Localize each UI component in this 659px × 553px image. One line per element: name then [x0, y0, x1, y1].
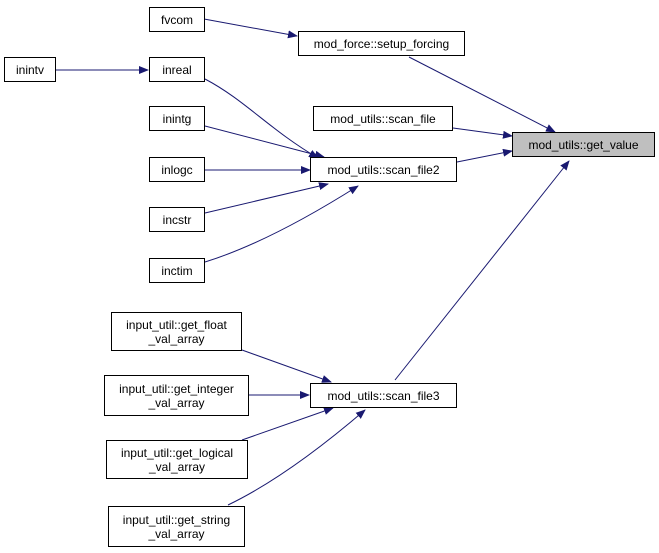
node-inctim[interactable]: inctim	[149, 258, 205, 283]
node-get-float-val-array[interactable]: input_util::get_float _val_array	[111, 312, 242, 351]
node-scan-file3[interactable]: mod_utils::scan_file3	[310, 383, 457, 408]
edge-setup-forcing-get-value	[408, 56, 556, 133]
node-get-integer-val-array[interactable]: input_util::get_integer _val_array	[104, 375, 249, 416]
edge-inctim-scan-file2	[204, 185, 359, 263]
node-get-logical-val-array[interactable]: input_util::get_logical _val_array	[106, 440, 248, 479]
node-fvcom[interactable]: fvcom	[149, 7, 205, 32]
edge-incstr-scan-file2	[204, 182, 329, 214]
edge-scan-file-get-value	[452, 127, 513, 139]
edge-fvcom-setup-forcing	[203, 18, 298, 39]
node-get-string-val-array[interactable]: input_util::get_string _val_array	[108, 506, 245, 547]
node-scan-file2[interactable]: mod_utils::scan_file2	[310, 157, 457, 182]
node-inintv[interactable]: inintv	[4, 57, 56, 82]
node-setup-forcing[interactable]: mod_force::setup_forcing	[298, 31, 465, 56]
edge-scan-file2-get-value	[456, 148, 513, 163]
node-inlogc[interactable]: inlogc	[149, 157, 205, 182]
node-scan-file[interactable]: mod_utils::scan_file	[313, 106, 453, 131]
edge-scan-file3-get-value	[394, 160, 570, 381]
edge-inreal-scan-file2	[204, 78, 319, 159]
edge-get-logical-scan-file3	[241, 407, 334, 441]
edge-inintg-scan-file2	[204, 125, 325, 159]
node-inreal[interactable]: inreal	[149, 57, 205, 82]
node-inintg[interactable]: inintg	[149, 106, 205, 131]
node-incstr[interactable]: incstr	[149, 207, 205, 232]
edge-get-string-scan-file3	[227, 409, 366, 506]
edge-get-float-scan-file3	[241, 349, 332, 383]
node-get-value: mod_utils::get_value	[512, 132, 655, 157]
